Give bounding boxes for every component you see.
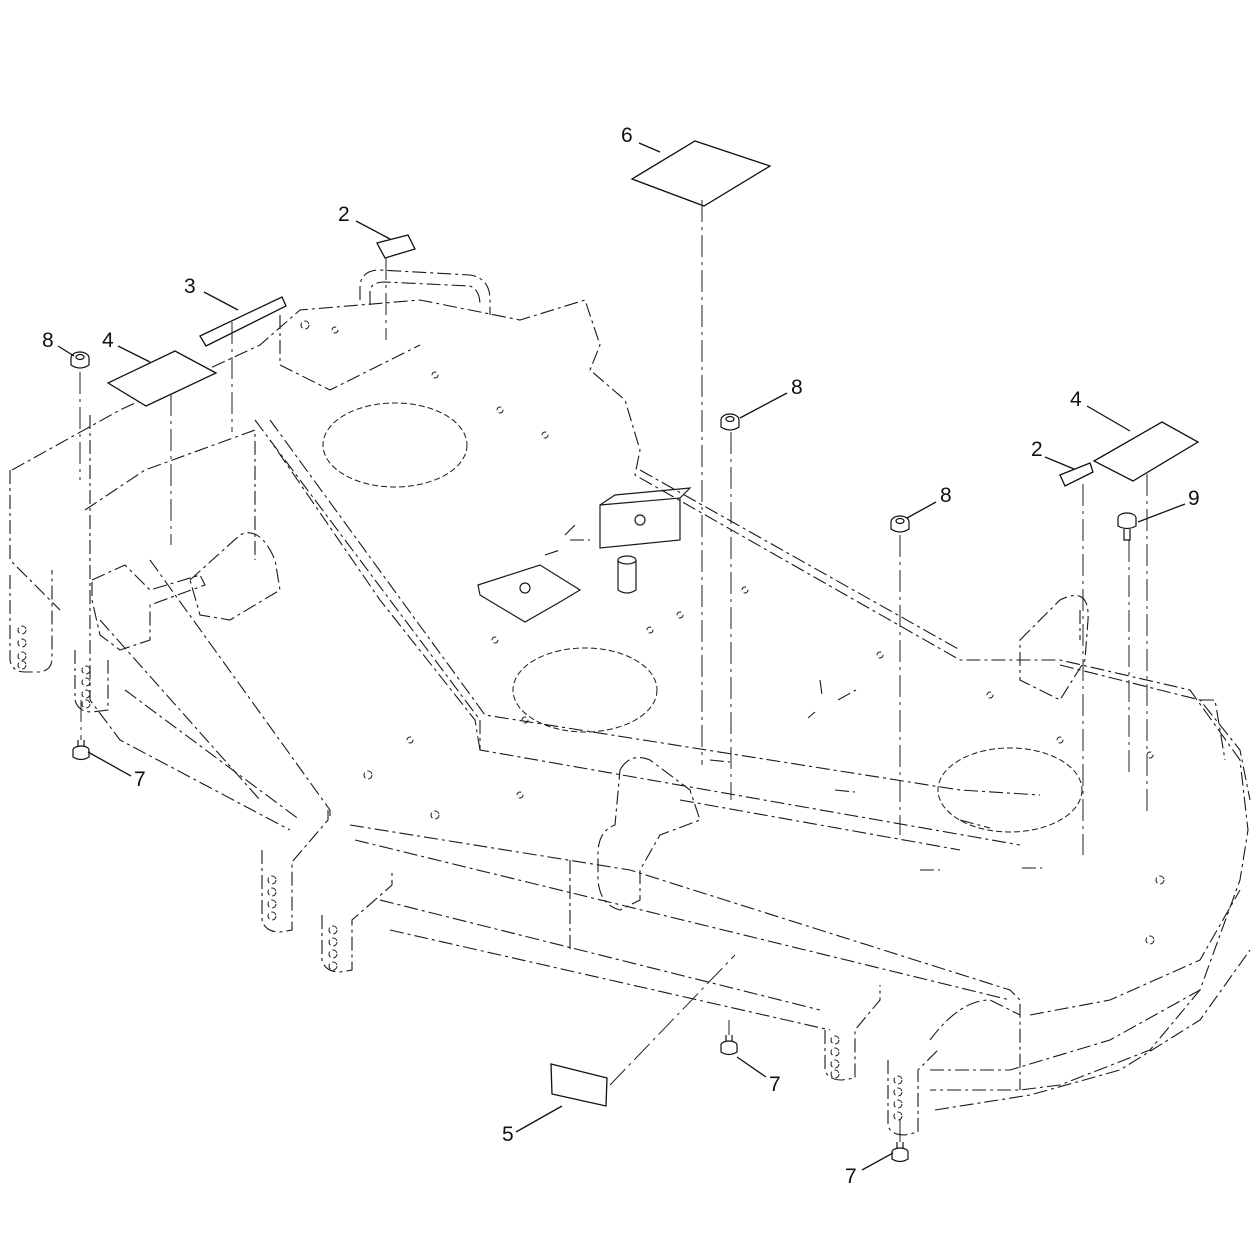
mounting-brackets <box>9 532 1089 1136</box>
bolt-7-center <box>720 1035 738 1056</box>
callout-8: 8 <box>42 329 54 352</box>
decals <box>106 140 1200 1107</box>
callout-3: 3 <box>184 275 196 298</box>
callout-labels: 2 3 8 4 6 8 4 2 8 9 7 7 5 7 <box>42 124 1200 1188</box>
decal-2-left <box>376 234 416 259</box>
callout-8: 8 <box>791 376 803 399</box>
decal-3 <box>199 296 287 347</box>
nut-8-right <box>890 515 910 533</box>
callout-6: 6 <box>621 124 633 147</box>
callout-8: 8 <box>940 484 952 507</box>
decal-2-right <box>1059 462 1094 487</box>
callout-7: 7 <box>769 1073 781 1096</box>
callout-9: 9 <box>1188 487 1200 510</box>
callout-2: 2 <box>1031 438 1043 461</box>
hardware <box>70 351 1137 1163</box>
callout-4: 4 <box>1070 388 1082 411</box>
center-hardware <box>477 487 692 623</box>
callout-2: 2 <box>338 203 350 226</box>
decal-6 <box>630 140 772 207</box>
bolt-9 <box>1117 512 1137 541</box>
leader-lines <box>57 142 1186 1171</box>
nut-8-center <box>720 413 740 431</box>
bolt-7-right <box>891 1142 909 1163</box>
decal-4-right <box>1092 421 1200 482</box>
callout-5: 5 <box>502 1123 514 1146</box>
callout-4: 4 <box>102 329 114 352</box>
bolt-7-left <box>72 740 90 761</box>
decal-4-left <box>106 350 218 407</box>
callout-7: 7 <box>134 768 146 791</box>
nut-8-left <box>70 351 90 369</box>
callout-7: 7 <box>845 1165 857 1188</box>
assembly-guides <box>79 200 1148 1142</box>
mower-deck-body <box>9 269 1251 1111</box>
decal-5 <box>550 1063 608 1107</box>
